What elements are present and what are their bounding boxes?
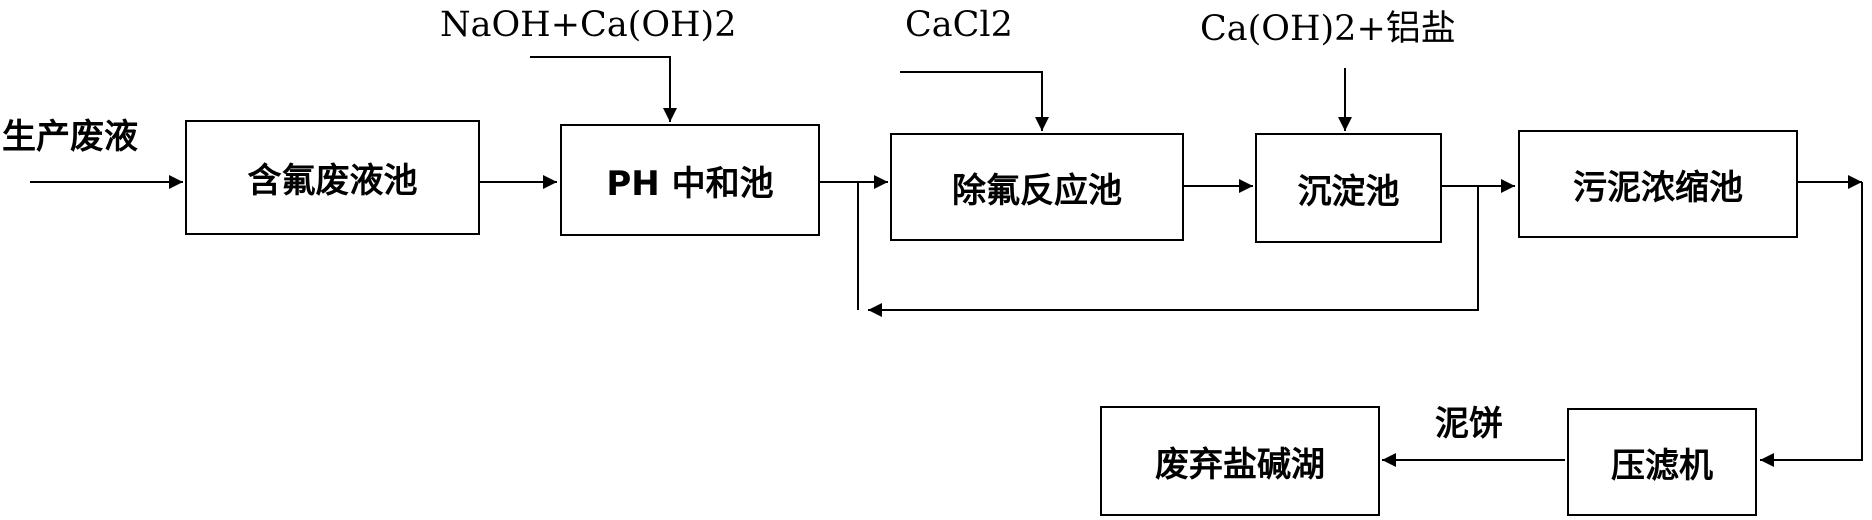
reagent-ph-label: NaOH+Ca(OH)2 bbox=[440, 5, 737, 45]
recycle-loop-line bbox=[868, 186, 1479, 317]
node-fluoride-tank-label: 含氟废液池 bbox=[247, 161, 418, 201]
node-sedimentation-tank-label: 沉淀池 bbox=[1297, 171, 1400, 212]
node-fluoride-tank: 含氟废液池 bbox=[185, 120, 480, 235]
node-ph-tank: PH 中和池 bbox=[560, 124, 820, 236]
feed-defluorination-reagent bbox=[900, 71, 1049, 131]
node-ph-tank-label: PH 中和池 bbox=[606, 163, 774, 204]
node-salt-lake: 废弃盐碱湖 bbox=[1100, 406, 1380, 516]
node-sedimentation-tank: 沉淀池 bbox=[1255, 133, 1442, 243]
node-sludge-thickener: 污泥浓缩池 bbox=[1518, 130, 1798, 238]
node-defluorination-tank-label: 除氟反应池 bbox=[952, 170, 1122, 211]
input-label: 生产废液 bbox=[2, 117, 138, 157]
node-filter-press-label: 压滤机 bbox=[1611, 445, 1713, 486]
feed-ph-reagent bbox=[530, 56, 677, 122]
node-sludge-thickener-label: 污泥浓缩池 bbox=[1573, 167, 1743, 208]
reagent-defluorination-label: CaCl2 bbox=[905, 5, 1013, 45]
node-defluorination-tank: 除氟反应池 bbox=[890, 133, 1184, 241]
node-salt-lake-label: 废弃盐碱湖 bbox=[1155, 444, 1325, 485]
reagent-sedimentation-label: Ca(OH)2+铝盐 bbox=[1200, 9, 1456, 49]
arrow-thickener-to-filter-press bbox=[1760, 182, 1863, 467]
edge-label-filter-cake: 泥饼 bbox=[1435, 404, 1503, 444]
node-filter-press: 压滤机 bbox=[1567, 408, 1757, 516]
